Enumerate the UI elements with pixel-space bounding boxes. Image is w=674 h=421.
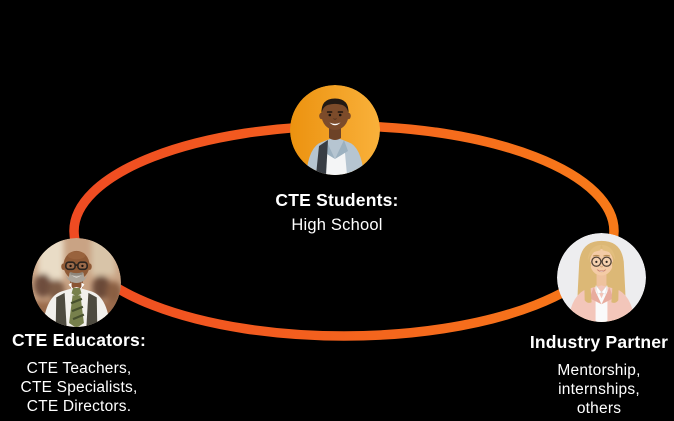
educators-title: CTE Educators: bbox=[11, 330, 147, 350]
educators-line: CTE Teachers, bbox=[26, 360, 132, 377]
student-avatar bbox=[290, 85, 380, 175]
industry-partner-line: Mentorship, bbox=[557, 362, 641, 379]
industry-partner-line: others bbox=[576, 400, 622, 417]
students-title: CTE Students: bbox=[275, 190, 399, 210]
educators-sublines: CTE Teachers, CTE Specialists, CTE Direc… bbox=[0, 359, 159, 416]
industry-partner-title: Industry Partner bbox=[529, 332, 669, 352]
industry-partner-avatar bbox=[557, 233, 646, 322]
educator-avatar bbox=[32, 238, 121, 327]
students-sublines: High School bbox=[212, 216, 462, 235]
educators-line: CTE Directors. bbox=[26, 398, 132, 415]
industry-partner-label: Industry Partner Mentorship, internships… bbox=[505, 332, 674, 418]
educators-line: CTE Specialists, bbox=[20, 379, 138, 396]
students-line: High School bbox=[291, 216, 383, 234]
industry-partner-line: internships, bbox=[558, 381, 640, 398]
industry-partner-sublines: Mentorship, internships, others bbox=[505, 361, 674, 418]
educators-label: CTE Educators: CTE Teachers, CTE Special… bbox=[0, 330, 159, 416]
students-label: CTE Students: High School bbox=[212, 190, 462, 235]
